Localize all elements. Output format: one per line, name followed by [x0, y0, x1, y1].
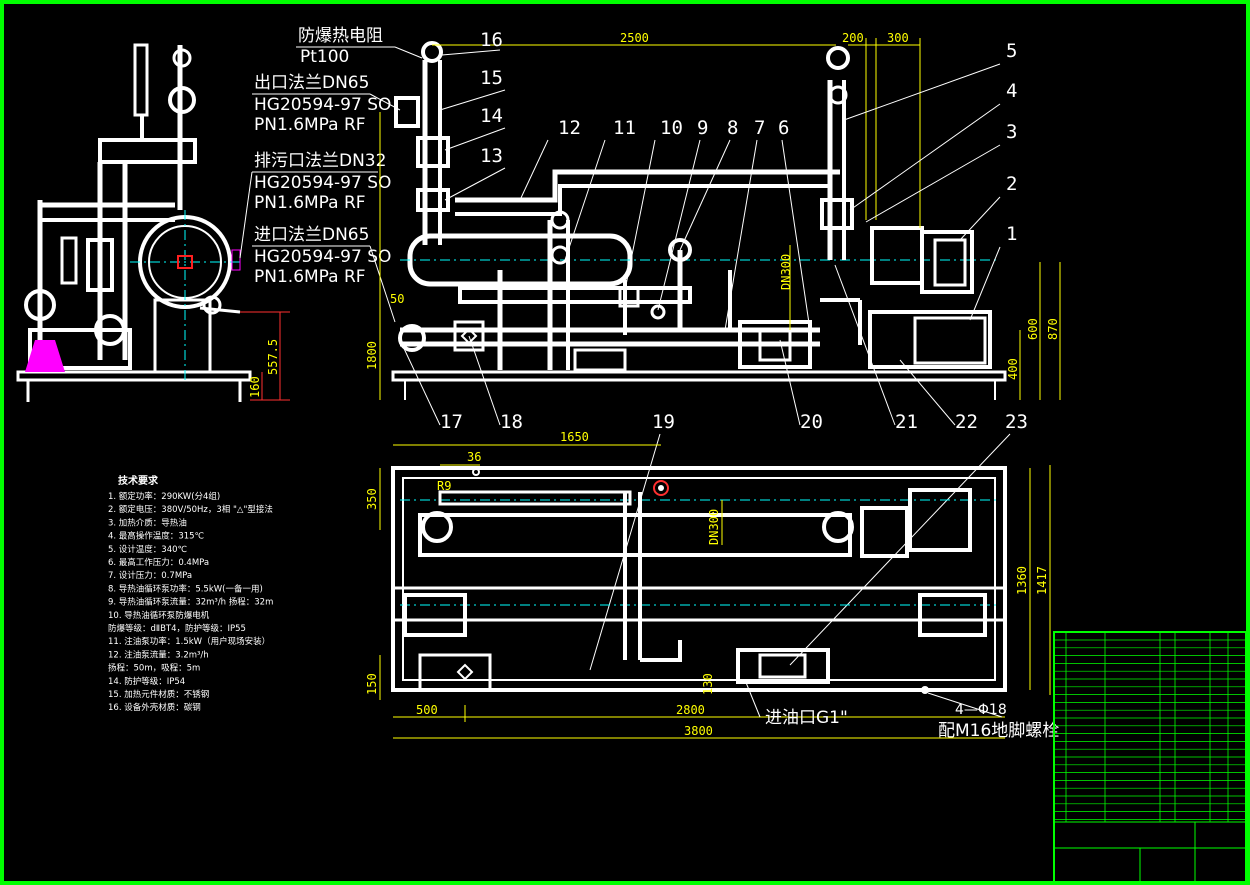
- tech-note-item: 5. 设计温度：340℃: [108, 544, 188, 555]
- part-14: 14: [480, 105, 503, 127]
- part-22: 22: [955, 411, 978, 433]
- tech-note-item: 11. 注油泵功率：1.5kW（用户现场安装）: [108, 636, 270, 647]
- dim-200: 200: [842, 31, 864, 45]
- inlet-label-1: 进口法兰DN65: [254, 225, 369, 245]
- part-2: 2: [1006, 173, 1017, 195]
- tech-note-item: 7. 设计压力：0.7MPa: [108, 570, 192, 581]
- part-10: 10: [660, 117, 683, 139]
- dim-dn300-plan: DN300: [707, 509, 721, 545]
- dim-1417: 1417: [1035, 566, 1049, 595]
- tech-note-item: 4. 最高操作温度：315℃: [108, 531, 205, 542]
- tech-note-item: 8. 导热油循环泵功率：5.5kW(一备一用): [108, 583, 263, 594]
- dim-1800: 1800: [365, 341, 379, 370]
- inlet-label-3: PN1.6MPa RF: [254, 267, 366, 287]
- tech-note-item: 12. 注油泵流量：3.2m³/h: [108, 649, 209, 660]
- front-dimensions: 2500 200 300 1800 50 DN300 600 870 400: [365, 31, 1061, 400]
- inlet-label-2: HG20594-97 SO: [254, 247, 391, 267]
- part-8: 8: [727, 117, 738, 139]
- part-21: 21: [895, 411, 918, 433]
- dim-300: 300: [887, 31, 909, 45]
- dim-600: 600: [1026, 318, 1040, 340]
- tech-note-item: 9. 导热油循环泵流量：32m³/h 扬程：32m: [108, 597, 273, 608]
- dim-3800: 3800: [684, 724, 713, 738]
- dim-150: 150: [365, 673, 379, 695]
- part-4: 4: [1006, 80, 1017, 102]
- plan-dimensions: 1650 36 R9 350 DN300 1360 1417 150 130 5…: [365, 430, 1059, 741]
- dim-1650: 1650: [560, 430, 589, 444]
- part-3: 3: [1006, 121, 1017, 143]
- leader-labels: 防爆热电阻 Pt100 出口法兰DN65 HG20594-97 SO PN1.6…: [239, 26, 423, 323]
- outlet-label-3: PN1.6MPa RF: [254, 115, 366, 135]
- part-6: 6: [778, 117, 789, 139]
- part-15: 15: [480, 67, 503, 89]
- tech-notes: 技术要求 1. 额定功率：290KW(分4组) 2. 额定电压：380V/50Hz…: [108, 474, 273, 713]
- sensor-label-2: Pt100: [300, 47, 349, 67]
- anchor-bolt-label: 配M16地脚螺栓: [938, 721, 1059, 741]
- tech-note-item: 14. 防护等级：IP54: [108, 676, 185, 687]
- part-18: 18: [500, 411, 523, 433]
- part-5: 5: [1006, 40, 1017, 62]
- sensor-label-1: 防爆热电阻: [298, 26, 383, 46]
- dim-50: 50: [390, 292, 404, 306]
- part-23: 23: [1005, 411, 1028, 433]
- tech-note-item: 防爆等级：dⅡBT4，防护等级：IP55: [108, 623, 246, 634]
- dim-36: 36: [467, 450, 481, 464]
- tech-note-item: 16. 设备外壳材质：碳钢: [108, 702, 201, 713]
- drain-label-2: HG20594-97 SO: [254, 173, 391, 193]
- part-20: 20: [800, 411, 823, 433]
- tech-note-item: 1. 额定功率：290KW(分4组): [108, 491, 220, 502]
- part-numbers-top: 16 15 14 13 12 11 10 9 8 7 6 5 4 3 2 1: [439, 29, 1017, 331]
- title-block: [1053, 631, 1247, 883]
- outlet-label-1: 出口法兰DN65: [254, 73, 369, 93]
- part-16: 16: [480, 29, 503, 51]
- dim-400: 400: [1006, 358, 1020, 380]
- dim-2500: 2500: [620, 31, 649, 45]
- part-9: 9: [697, 117, 708, 139]
- tech-note-item: 3. 加热介质：导热油: [108, 517, 187, 528]
- front-view: [391, 41, 1007, 400]
- drain-label-3: PN1.6MPa RF: [254, 193, 366, 213]
- dim-160: 160: [248, 376, 262, 398]
- dim-130: 130: [701, 673, 715, 695]
- part-19: 19: [652, 411, 675, 433]
- part-12: 12: [558, 117, 581, 139]
- tech-note-item: 6. 最高工作压力：0.4MPa: [108, 557, 209, 568]
- dim-500: 500: [416, 703, 438, 717]
- dim-350: 350: [365, 488, 379, 510]
- tech-note-item: 2. 额定电压：380V/50Hz，3相 "△"型接法: [108, 504, 273, 515]
- part-1: 1: [1006, 223, 1017, 245]
- tech-notes-title: 技术要求: [118, 474, 159, 487]
- part-13: 13: [480, 145, 503, 167]
- tech-note-item: 10. 导热油循环泵防爆电机: [108, 610, 210, 621]
- drain-label-1: 排污口法兰DN32: [254, 151, 386, 171]
- dim-dn300: DN300: [779, 254, 793, 290]
- tech-note-item: 扬程：50m，吸程：5m: [108, 663, 200, 674]
- plan-view: [391, 466, 1007, 694]
- dim-r9: R9: [437, 479, 451, 493]
- oil-inlet-label: 进油口G1": [765, 708, 848, 728]
- dim-557.5: 557.5: [266, 339, 280, 375]
- part-7: 7: [754, 117, 765, 139]
- part-11: 11: [613, 117, 636, 139]
- part-numbers-bottom: 17 18 20 21 22 19 23: [399, 264, 1028, 671]
- part-17: 17: [440, 411, 463, 433]
- outlet-label-2: HG20594-97 SO: [254, 95, 391, 115]
- dim-1360: 1360: [1015, 566, 1029, 595]
- side-view: 557.5 160: [16, 43, 290, 402]
- tech-note-item: 15. 加热元件材质：不锈钢: [108, 689, 209, 700]
- dim-870: 870: [1046, 318, 1060, 340]
- dim-2800: 2800: [676, 703, 705, 717]
